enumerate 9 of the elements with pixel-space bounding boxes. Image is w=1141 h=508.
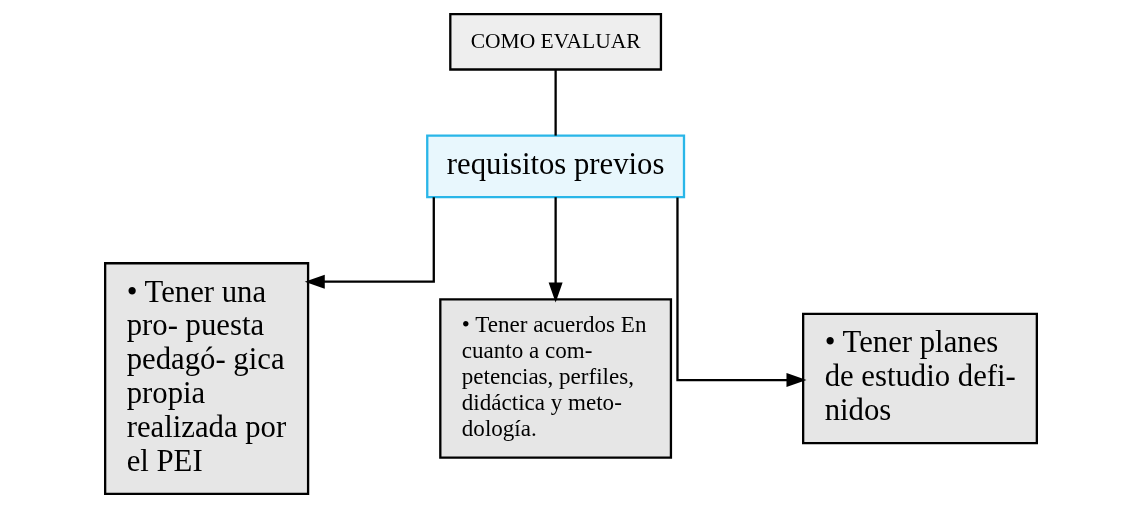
arrow — [675, 197, 806, 388]
node-box: • Tener planes de estudio defi- nidos — [801, 312, 1038, 445]
arrow — [304, 197, 435, 289]
node-box: • Tener una pro- puesta pedagó- gica propia realizada por el PEI — [103, 262, 309, 495]
node-box: COMO EVALUAR — [448, 13, 662, 71]
node-box: • Tener acuerdos En cuanto a com- petencias, perfiles, didáctica y meto- dología. — [438, 298, 672, 459]
node-box: requisitos previos — [425, 134, 685, 199]
arrow — [548, 197, 563, 303]
connector — [553, 70, 557, 136]
